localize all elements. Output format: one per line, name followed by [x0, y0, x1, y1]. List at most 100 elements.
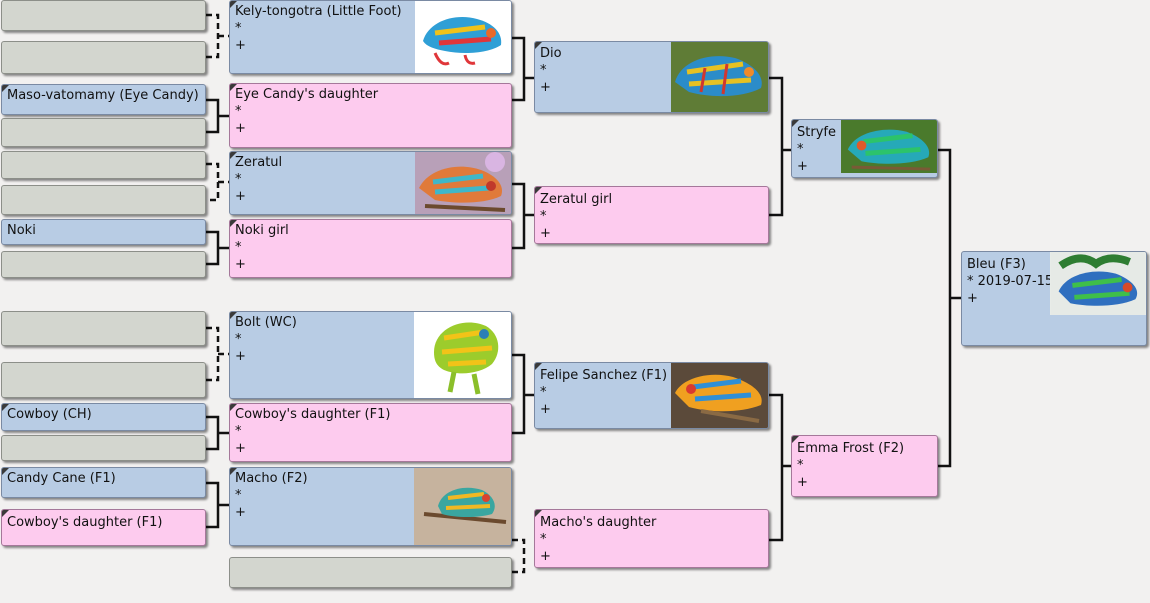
- grandparent-machos-daughter[interactable]: Macho's daughter * +: [534, 509, 769, 568]
- ancestor-name: Kely-tongotra (Little Foot): [235, 4, 402, 19]
- expand-corner-icon: [230, 1, 237, 8]
- ancestor-name: Bolt (WC): [235, 315, 297, 330]
- chameleon-photo: [414, 312, 511, 398]
- expand-corner-icon: [2, 404, 9, 411]
- unknown-ancestor-box[interactable]: [1, 151, 206, 179]
- expand-corner-icon: [230, 312, 237, 319]
- ancestor-bolt[interactable]: Bolt (WC) * +: [229, 311, 512, 399]
- chameleon-photo: [414, 468, 511, 545]
- chameleon-photo: [841, 120, 937, 173]
- expand-corner-icon: [535, 363, 542, 370]
- birth-date: *: [235, 424, 242, 439]
- expand-corner-icon: [2, 468, 9, 475]
- birth-date: *: [235, 104, 242, 119]
- chameleon-photo: [415, 152, 511, 214]
- ancestor-kely-tongotra[interactable]: Kely-tongotra (Little Foot) * +: [229, 0, 512, 74]
- death-date: +: [797, 475, 808, 490]
- ancestor-noki-girl[interactable]: Noki girl * +: [229, 219, 512, 278]
- grandparent-felipe-sanchez[interactable]: Felipe Sanchez (F1) * +: [534, 362, 769, 429]
- expand-corner-icon: [792, 120, 799, 127]
- unknown-ancestor-box[interactable]: [1, 435, 206, 461]
- ancestor-name: Cowboy's daughter (F1): [235, 407, 391, 422]
- ancestor-name: Zeratul: [235, 155, 283, 170]
- ancestor-eye-candy[interactable]: Maso-vatomamy (Eye Candy): [1, 84, 206, 115]
- ancestor-name: Macho's daughter: [540, 515, 657, 530]
- grandparent-zeratul-girl[interactable]: Zeratul girl * +: [534, 186, 769, 244]
- death-date: +: [235, 121, 246, 136]
- unknown-ancestor-box[interactable]: [1, 185, 206, 215]
- death-date: +: [235, 441, 246, 456]
- death-date: +: [235, 349, 246, 364]
- grandparent-dio[interactable]: Dio * +: [534, 41, 769, 113]
- expand-corner-icon: [230, 468, 237, 475]
- expand-corner-icon: [2, 85, 9, 92]
- subject-bleu[interactable]: Bleu (F3) * 2019-07-15 +: [961, 251, 1147, 346]
- death-date: +: [235, 189, 246, 204]
- unknown-ancestor-box[interactable]: [229, 557, 512, 588]
- birth-date: *: [540, 385, 547, 400]
- chameleon-photo: [671, 42, 768, 112]
- birth-date: *: [540, 532, 547, 547]
- birth-date: * 2019-07-15: [967, 274, 1054, 289]
- expand-corner-icon: [535, 187, 542, 194]
- expand-corner-icon: [535, 42, 542, 49]
- subject-name: Bleu (F3): [967, 257, 1026, 272]
- birth-date: *: [235, 488, 242, 503]
- parent-emma-frost[interactable]: Emma Frost (F2) * +: [791, 435, 938, 497]
- death-date: +: [540, 226, 551, 241]
- death-date: +: [235, 257, 246, 272]
- ancestor-noki[interactable]: Noki: [1, 219, 206, 245]
- death-date: +: [235, 38, 246, 53]
- ancestor-name: Candy Cane (F1): [7, 471, 116, 486]
- ancestor-eye-candys-daughter[interactable]: Eye Candy's daughter * +: [229, 83, 512, 148]
- unknown-ancestor-box[interactable]: [1, 118, 206, 147]
- expand-corner-icon: [230, 220, 237, 227]
- birth-date: *: [235, 240, 242, 255]
- expand-corner-icon: [230, 152, 237, 159]
- unknown-ancestor-box[interactable]: [1, 251, 206, 278]
- death-date: +: [540, 549, 551, 564]
- expand-corner-icon: [792, 436, 799, 443]
- expand-corner-icon: [535, 510, 542, 517]
- birth-date: *: [235, 172, 242, 187]
- ancestor-name: Cowboy's daughter (F1): [7, 515, 163, 530]
- birth-date: *: [235, 21, 242, 36]
- ancestor-name: Noki: [7, 223, 36, 238]
- ancestor-zeratul[interactable]: Zeratul * +: [229, 151, 512, 215]
- ancestor-cowboys-daughter-f1[interactable]: Cowboy's daughter (F1) * +: [229, 403, 512, 462]
- ancestor-name: Eye Candy's daughter: [235, 87, 379, 102]
- chameleon-photo: [415, 1, 511, 73]
- death-date: +: [540, 402, 551, 417]
- birth-date: *: [540, 63, 547, 78]
- ancestor-name: Zeratul girl: [540, 192, 613, 207]
- unknown-ancestor-box[interactable]: [1, 41, 206, 74]
- unknown-ancestor-box[interactable]: [1, 0, 206, 31]
- chameleon-photo: [1050, 252, 1146, 315]
- ancestor-cowboy[interactable]: Cowboy (CH): [1, 403, 206, 431]
- death-date: +: [235, 505, 246, 520]
- ancestor-name: Noki girl: [235, 223, 289, 238]
- ancestor-candy-cane[interactable]: Candy Cane (F1): [1, 467, 206, 498]
- ancestor-name: Macho (F2): [235, 471, 308, 486]
- ancestor-name: Cowboy (CH): [7, 407, 92, 422]
- death-date: +: [967, 291, 978, 306]
- ancestor-name: Maso-vatomamy (Eye Candy): [7, 88, 199, 103]
- birth-date: *: [540, 209, 547, 224]
- ancestor-name: Stryfe: [797, 125, 836, 140]
- ancestor-macho[interactable]: Macho (F2) * +: [229, 467, 512, 546]
- death-date: +: [540, 80, 551, 95]
- ancestor-cowboys-daughter[interactable]: Cowboy's daughter (F1): [1, 509, 206, 546]
- ancestor-name: Dio: [540, 46, 562, 61]
- birth-date: *: [235, 332, 242, 347]
- unknown-ancestor-box[interactable]: [1, 311, 206, 346]
- unknown-ancestor-box[interactable]: [1, 362, 206, 398]
- ancestor-name: Emma Frost (F2): [797, 441, 905, 456]
- expand-corner-icon: [2, 510, 9, 517]
- birth-date: *: [797, 142, 804, 157]
- birth-date: *: [797, 458, 804, 473]
- parent-stryfe[interactable]: Stryfe * +: [791, 119, 938, 178]
- ancestor-name: Felipe Sanchez (F1): [540, 368, 668, 383]
- expand-corner-icon: [230, 84, 237, 91]
- death-date: +: [797, 159, 808, 174]
